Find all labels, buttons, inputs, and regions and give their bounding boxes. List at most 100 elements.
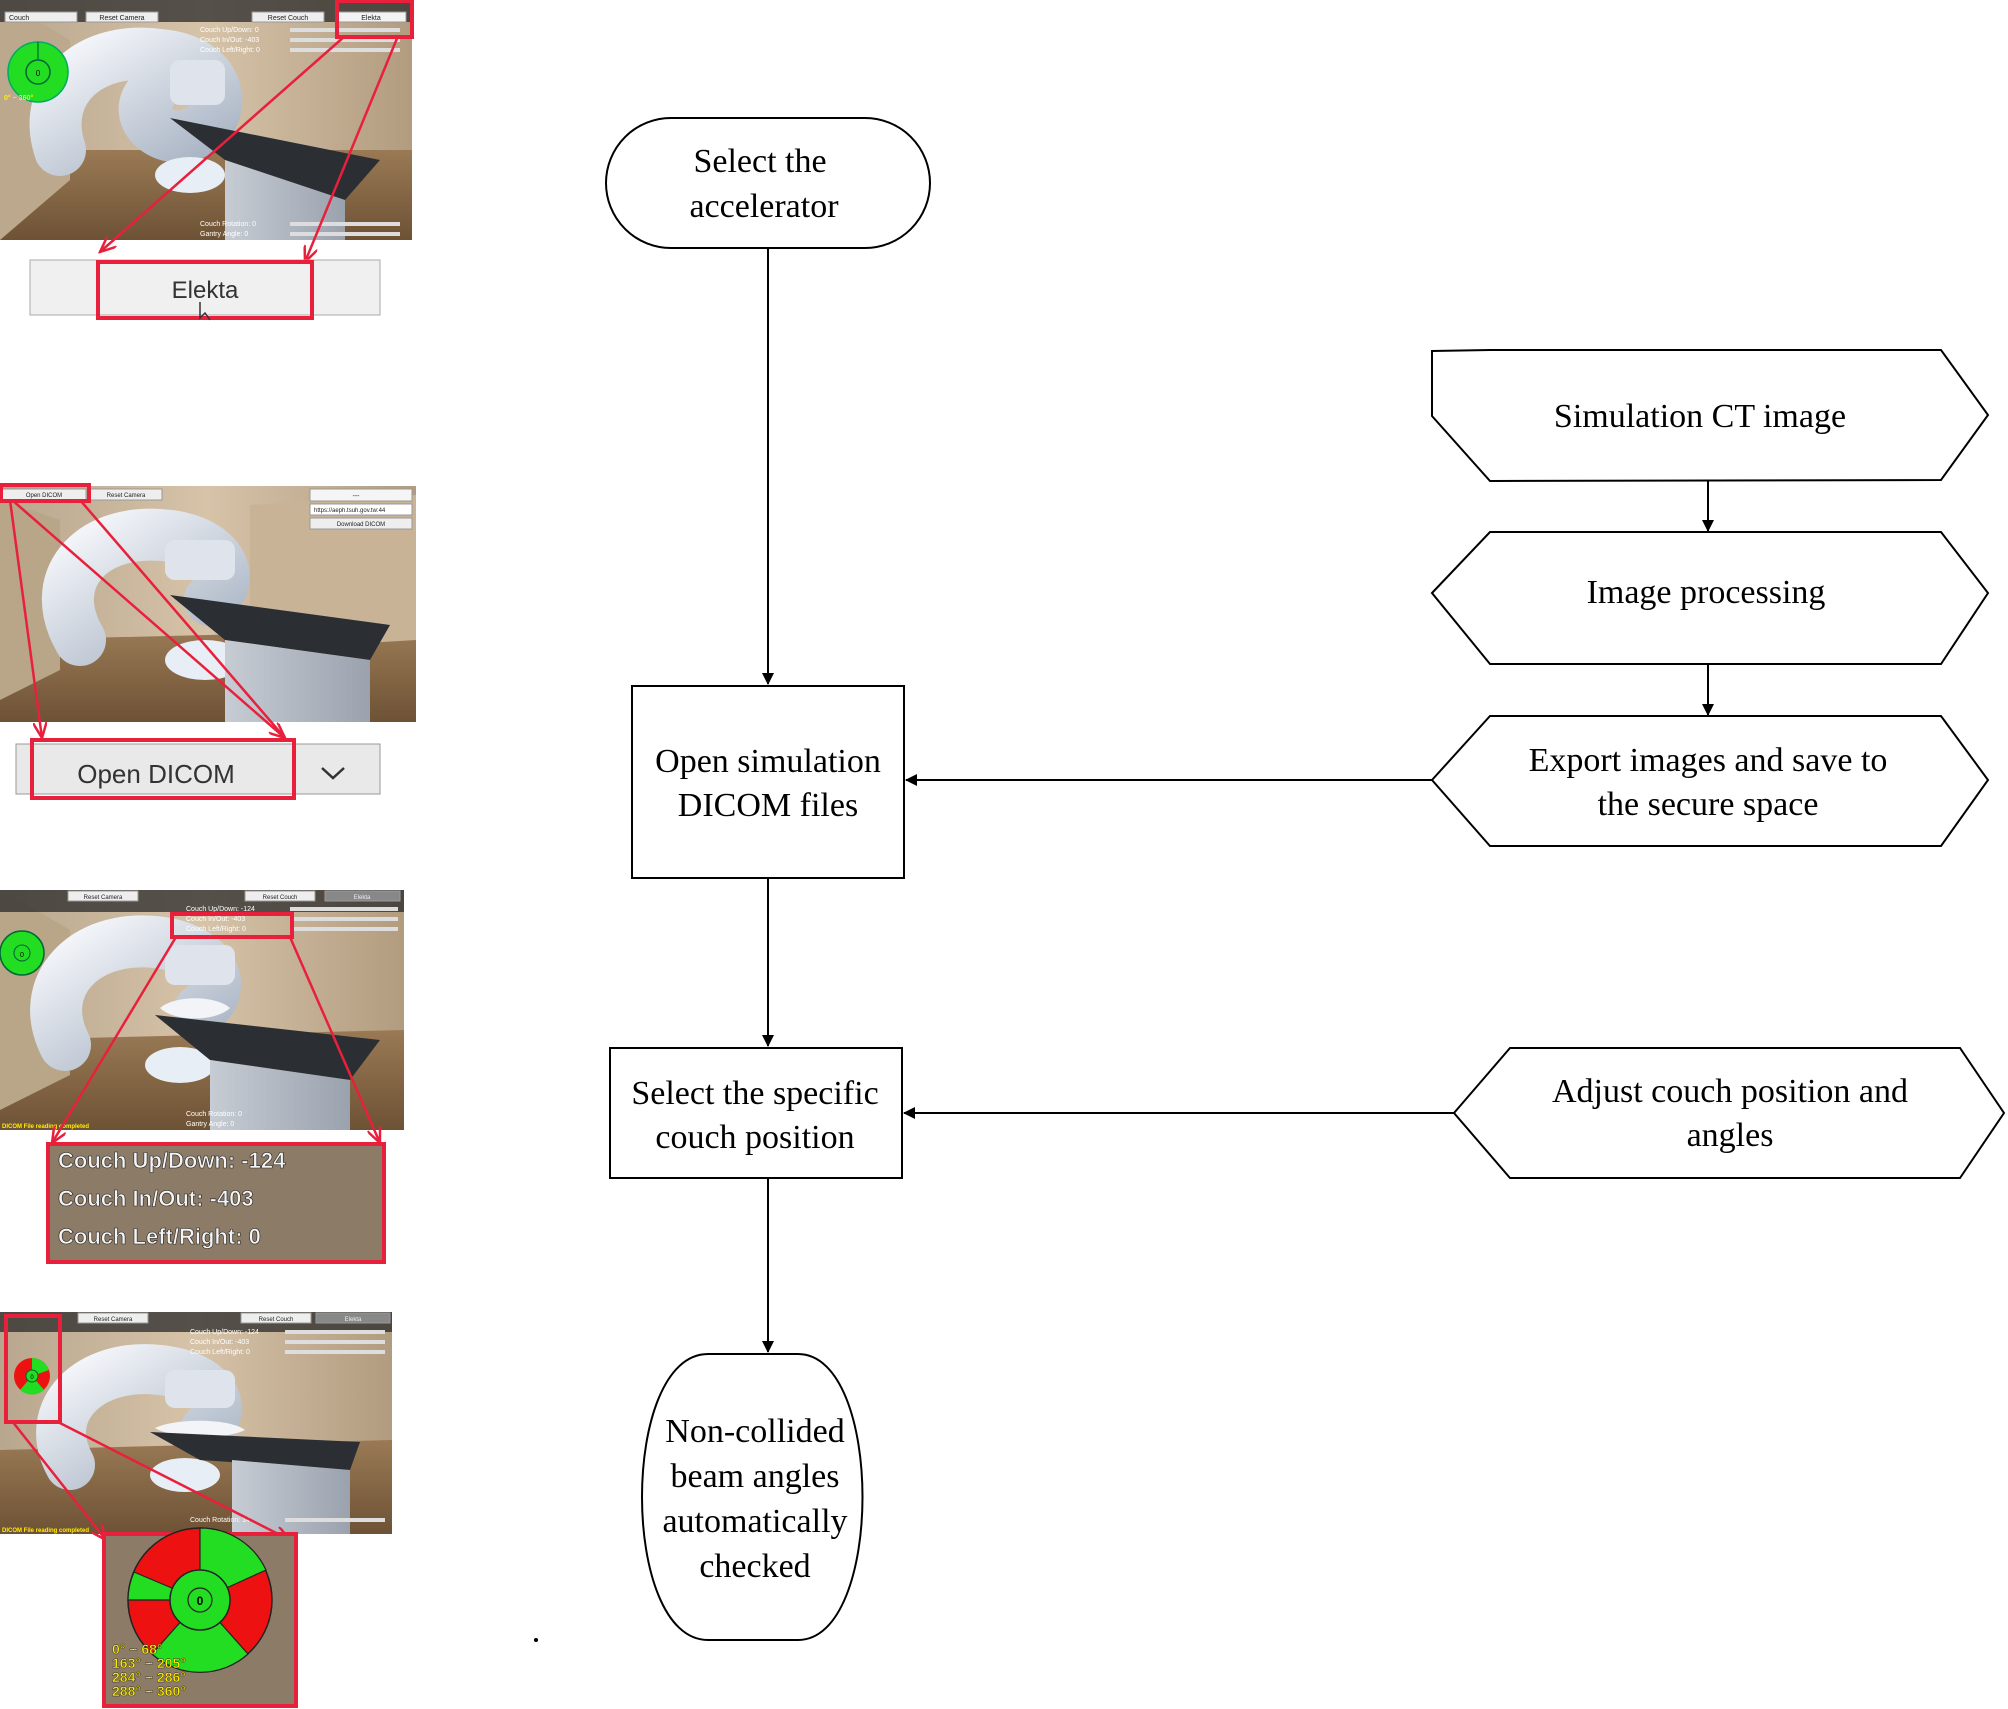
range-1: 0° ~ 68° — [112, 1641, 163, 1657]
angle-range: 0° ~ 360° — [4, 94, 33, 102]
couch-rotation-slider[interactable] — [285, 1518, 385, 1522]
open-dicom-zoom-label: Open DICOM — [77, 759, 235, 789]
gantry-angle-slider[interactable] — [290, 232, 400, 236]
label-select-couch-1: Select the specific — [631, 1075, 878, 1112]
node-select-couch — [609, 1047, 903, 1179]
node-select-accelerator — [605, 117, 931, 249]
couch-leftright-readout: Couch Left/Right: 0 — [186, 926, 246, 933]
label-non-collided-3: automatically — [662, 1503, 847, 1540]
collision-dial-zoom: 0 — [127, 1527, 273, 1673]
couch-rotation-readout: Couch Rotation: 0 — [186, 1111, 242, 1118]
object-dropdown-label: Couch — [9, 15, 29, 22]
couch-leftright-readout: Couch Left/Right: 0 — [200, 47, 260, 54]
screenshot-panel-3: 0 Reset Camera Reset Couch Elekta Couch … — [0, 890, 404, 1264]
elekta-button-label: Elekta — [354, 895, 371, 901]
label-non-collided-2: beam angles — [671, 1458, 840, 1495]
elekta-zoom-label: Elekta — [172, 277, 239, 304]
download-dicom-label: Download DICOM — [337, 522, 385, 528]
label-non-collided-4: checked — [699, 1548, 810, 1585]
server-url-field[interactable] — [309, 503, 413, 516]
label-simulation-ct: Simulation CT image — [1554, 398, 1846, 435]
node-export-images — [1430, 715, 1990, 847]
reset-couch-button[interactable] — [244, 890, 316, 902]
screenshot-panel-2: Open DICOM Reset Camera --- https://aeph… — [0, 483, 416, 800]
couch-inout-readout: Couch In/Out: -403 — [186, 916, 245, 923]
label-export-images-1: Export images and save to — [1529, 742, 1888, 779]
zoom-couch-leftright: Couch Left/Right: 0 — [58, 1224, 261, 1249]
server-dropdown[interactable] — [309, 488, 413, 502]
screenshot-panel-1: 0 0° ~ 360° Couch Reset Camera Reset Cou… — [0, 0, 414, 321]
server-url: https://aeph.tsuh.gov.tw:44 — [314, 508, 386, 514]
zoom-couch-updown: Couch Up/Down: -124 — [58, 1148, 286, 1173]
couch-updown-readout: Couch Up/Down: -124 — [186, 906, 255, 913]
zoom-couch-inout: Couch In/Out: -403 — [58, 1186, 254, 1211]
label-non-collided-1: Non-collided — [665, 1413, 844, 1450]
reset-camera-button[interactable] — [85, 11, 159, 23]
server-dropdown-value: --- — [353, 493, 361, 500]
couch-inout-slider[interactable] — [290, 917, 398, 921]
reset-couch-button[interactable] — [240, 1312, 312, 1324]
object-dropdown[interactable] — [4, 11, 78, 23]
couch-leftright-slider[interactable] — [290, 927, 398, 931]
download-dicom-button[interactable] — [309, 517, 413, 530]
couch-rotation-slider[interactable] — [290, 222, 400, 226]
label-open-dicom-1: Open simulation — [655, 743, 881, 780]
open-dicom-small-label: Open DICOM — [26, 493, 62, 499]
couch-updown-slider[interactable] — [290, 28, 400, 32]
dial-value: 0 — [30, 1375, 34, 1381]
reset-camera-button[interactable] — [77, 1312, 149, 1324]
node-non-collided — [641, 1353, 864, 1641]
open-dicom-zoom — [15, 743, 381, 795]
couch-updown-readout: Couch Up/Down: 0 — [200, 27, 259, 34]
reset-couch-label: Reset Couch — [263, 895, 298, 901]
label-image-processing: Image processing — [1587, 574, 1826, 611]
gantry-angle-readout: Gantry Angle: 0 — [186, 1121, 234, 1128]
dial-zoom-value: 0 — [197, 1594, 204, 1608]
elekta-button[interactable] — [324, 890, 401, 902]
screenshot-panel-4: Reset Camera Reset Couch Elekta Couch Up… — [0, 1312, 392, 1708]
couch-inout-readout: Couch In/Out: -403 — [190, 1339, 249, 1346]
couch-rotation-readout: Couch Rotation: 0 — [200, 221, 256, 228]
label-open-dicom-2: DICOM files — [678, 787, 858, 824]
couch-updown-slider[interactable] — [290, 907, 398, 911]
couch-updown-readout: Couch Up/Down: -124 — [190, 1329, 259, 1336]
gantry-angle-readout: Gantry Angle: 0 — [200, 231, 248, 238]
label-select-accelerator-1: Select the — [693, 143, 826, 180]
reset-camera-label: Reset Camera — [107, 493, 146, 499]
elekta-button-label: Elekta — [345, 1317, 362, 1323]
reset-camera-label: Reset Camera — [99, 15, 144, 22]
label-adjust-couch-2: angles — [1687, 1117, 1774, 1154]
flowchart — [605, 117, 2006, 1641]
couch-updown-slider[interactable] — [285, 1330, 385, 1334]
range-3: 284° ~ 286° — [112, 1669, 186, 1685]
chevron-down-icon[interactable] — [321, 767, 345, 780]
couch-inout-slider[interactable] — [285, 1340, 385, 1344]
stray-dot — [534, 1638, 538, 1642]
range-2: 163° ~ 205° — [112, 1655, 186, 1671]
reset-camera-label: Reset Camera — [94, 1317, 133, 1323]
couch-readout-highlight — [170, 912, 294, 939]
couch-rotation-readout: Couch Rotation: 14 — [190, 1517, 250, 1524]
dial-highlight — [4, 1314, 62, 1424]
dial-value: 0 — [20, 952, 24, 959]
reset-couch-button[interactable] — [251, 11, 325, 23]
reset-couch-label: Reset Couch — [268, 15, 309, 22]
node-open-dicom — [631, 685, 905, 879]
couch-inout-slider[interactable] — [290, 38, 400, 42]
label-adjust-couch-1: Adjust couch position and — [1552, 1073, 1908, 1110]
elekta-button[interactable] — [315, 1312, 391, 1324]
couch-leftright-slider[interactable] — [290, 48, 400, 52]
label-export-images-2: the secure space — [1598, 786, 1819, 823]
elekta-button-label: Elekta — [361, 15, 381, 22]
status-message: DICOM File reading completed — [2, 1124, 89, 1130]
couch-leftright-slider[interactable] — [285, 1350, 385, 1354]
label-select-accelerator-2: accelerator — [689, 188, 839, 225]
elekta-highlight — [335, 0, 414, 39]
open-dicom-highlight — [0, 483, 91, 503]
reset-couch-label: Reset Couch — [259, 1317, 294, 1323]
reset-camera-button[interactable] — [67, 890, 139, 902]
dial-value: 0 — [36, 69, 41, 78]
collision-dial — [0, 930, 45, 976]
elekta-zoom — [29, 259, 381, 316]
